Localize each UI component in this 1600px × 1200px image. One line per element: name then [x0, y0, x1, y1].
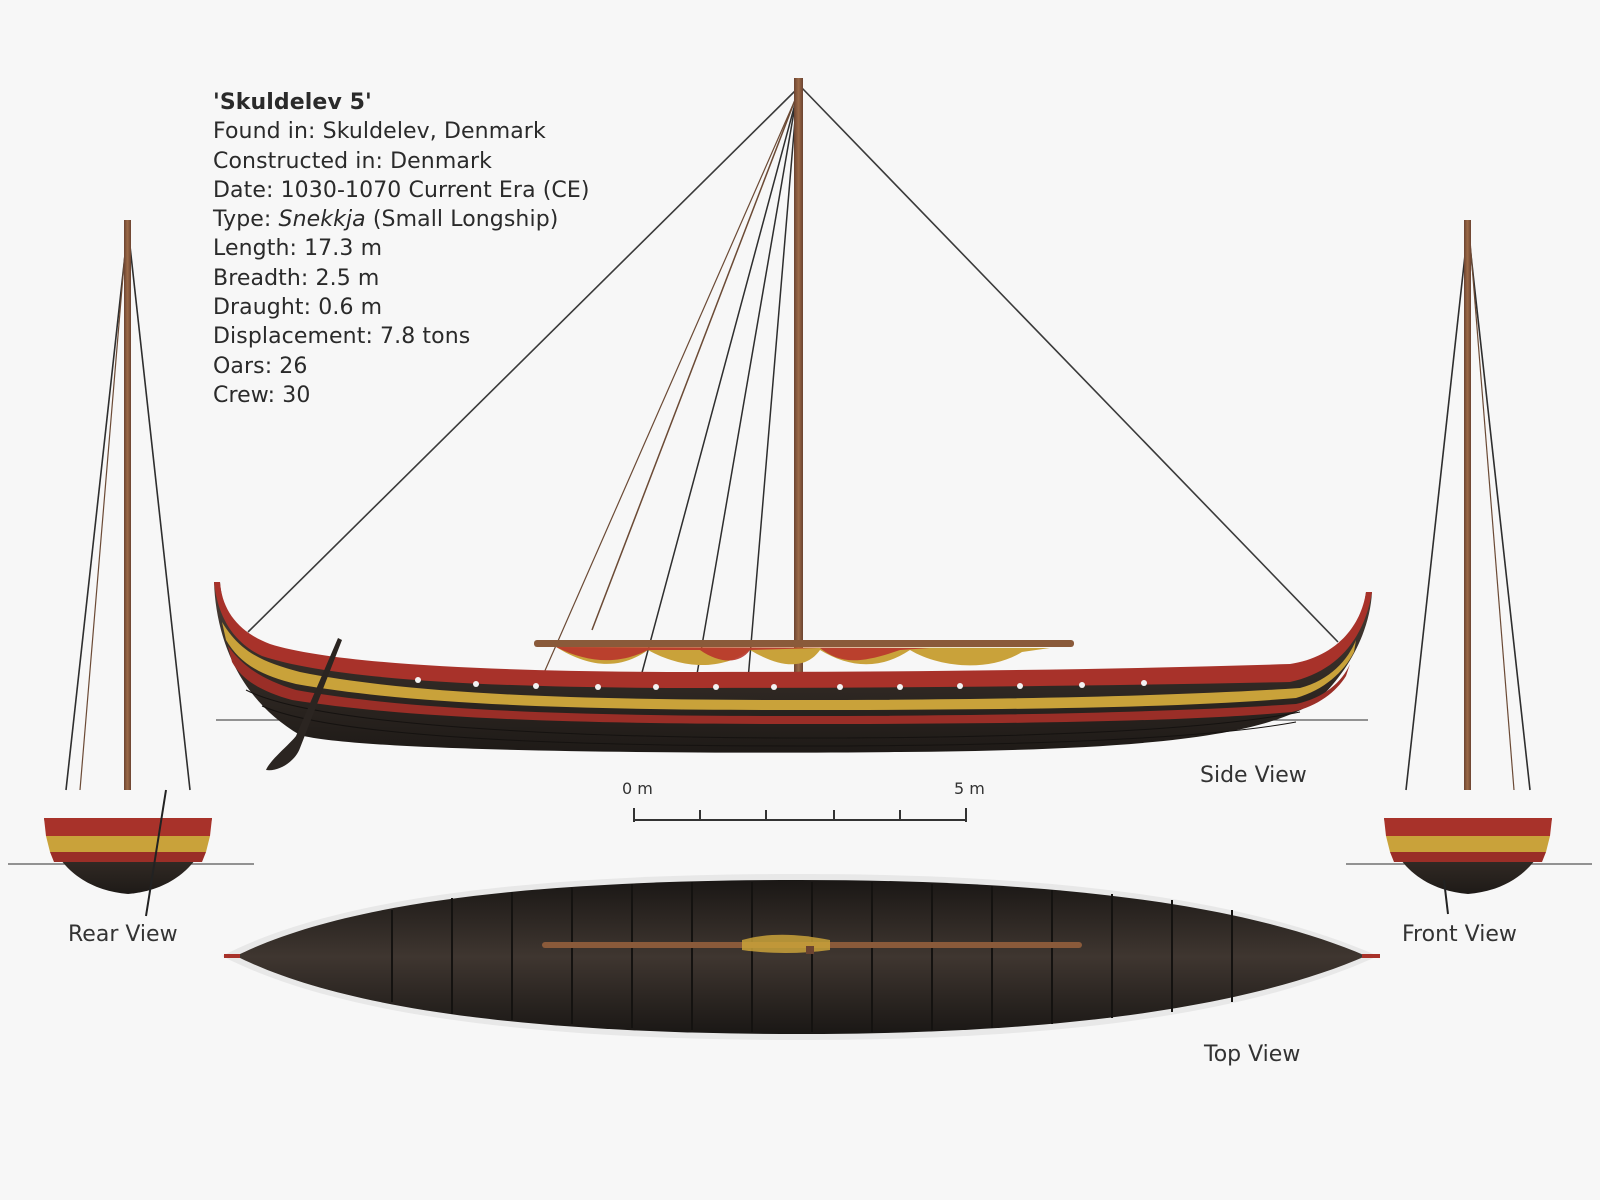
oars: Oars: 26: [213, 353, 308, 379]
scale-bar: [633, 808, 967, 822]
constructed-in: Constructed in: Denmark: [213, 148, 492, 174]
found-in: Found in: Skuldelev, Denmark: [213, 119, 546, 145]
type: Type: Snekkja (Small Longship): [213, 205, 590, 234]
rear-view: [8, 220, 254, 917]
crew: Crew: 30: [213, 382, 311, 408]
length: Length: 17.3 m: [213, 236, 383, 262]
type-suffix: (Small Longship): [365, 207, 559, 233]
ship-info: 'Skuldelev 5' Found in: Skuldelev, Denma…: [213, 88, 590, 410]
side-view-label: Side View: [1200, 763, 1307, 788]
displacement: Displacement: 7.8 tons: [213, 324, 471, 350]
type-prefix: Type:: [213, 207, 279, 233]
front-view: [1346, 220, 1592, 915]
draught: Draught: 0.6 m: [213, 295, 383, 321]
top-view-label: Top View: [1204, 1042, 1301, 1067]
date: Date: 1030-1070 Current Era (CE): [213, 177, 590, 203]
rear-view-label: Rear View: [68, 922, 178, 947]
ship-title: 'Skuldelev 5': [213, 90, 372, 115]
breadth: Breadth: 2.5 m: [213, 265, 380, 291]
scale-end-label: 5 m: [954, 779, 985, 798]
top-view: [222, 874, 1380, 1040]
side-view: [214, 78, 1372, 771]
front-view-label: Front View: [1402, 922, 1517, 947]
scale-start-label: 0 m: [622, 779, 653, 798]
type-name: Snekkja: [278, 207, 366, 233]
